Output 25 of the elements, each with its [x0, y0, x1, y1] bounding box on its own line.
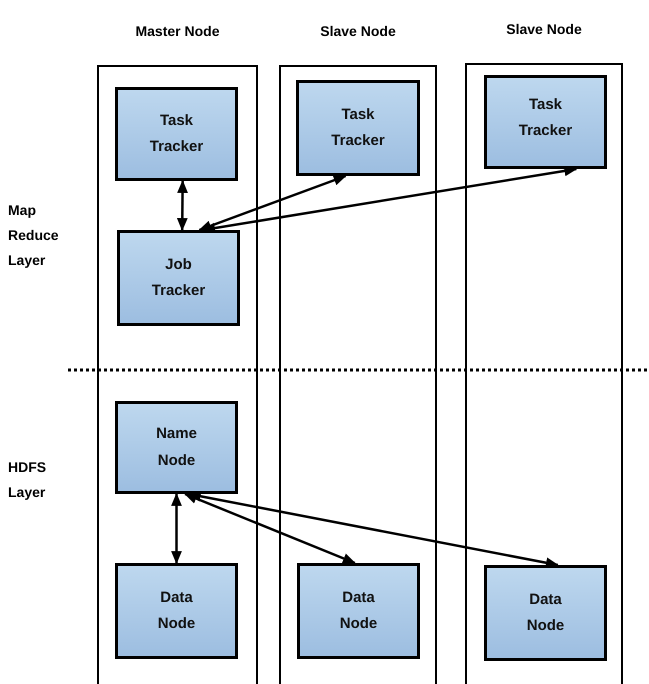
process-box: [115, 563, 238, 659]
process-box: [115, 87, 238, 181]
arrow: [176, 180, 188, 232]
box-label: Data Node: [526, 590, 566, 636]
column-heading: Slave Node: [319, 23, 397, 39]
column-heading: Master Node: [134, 23, 221, 39]
column-heading: Slave Node: [505, 21, 583, 37]
box-label: Task Tracker: [518, 95, 574, 142]
layer-label: HDFS Layer: [8, 458, 48, 502]
box-label: Name Node: [155, 424, 198, 470]
process-box: [296, 80, 420, 176]
process-box: [484, 75, 607, 169]
process-box: [297, 563, 420, 659]
layer-label: Map Reduce Layer: [8, 201, 60, 270]
arrow: [171, 492, 182, 564]
process-box: [484, 565, 607, 661]
arrow: [198, 174, 347, 232]
box-label: Data Node: [156, 588, 196, 634]
process-box: [117, 230, 240, 326]
box-label: Data Node: [338, 588, 378, 634]
arrow: [184, 492, 356, 564]
box-label: Task Tracker: [148, 110, 204, 157]
box-label: Job Tracker: [150, 254, 206, 301]
process-box: [115, 401, 238, 494]
box-label: Task Tracker: [330, 104, 386, 151]
